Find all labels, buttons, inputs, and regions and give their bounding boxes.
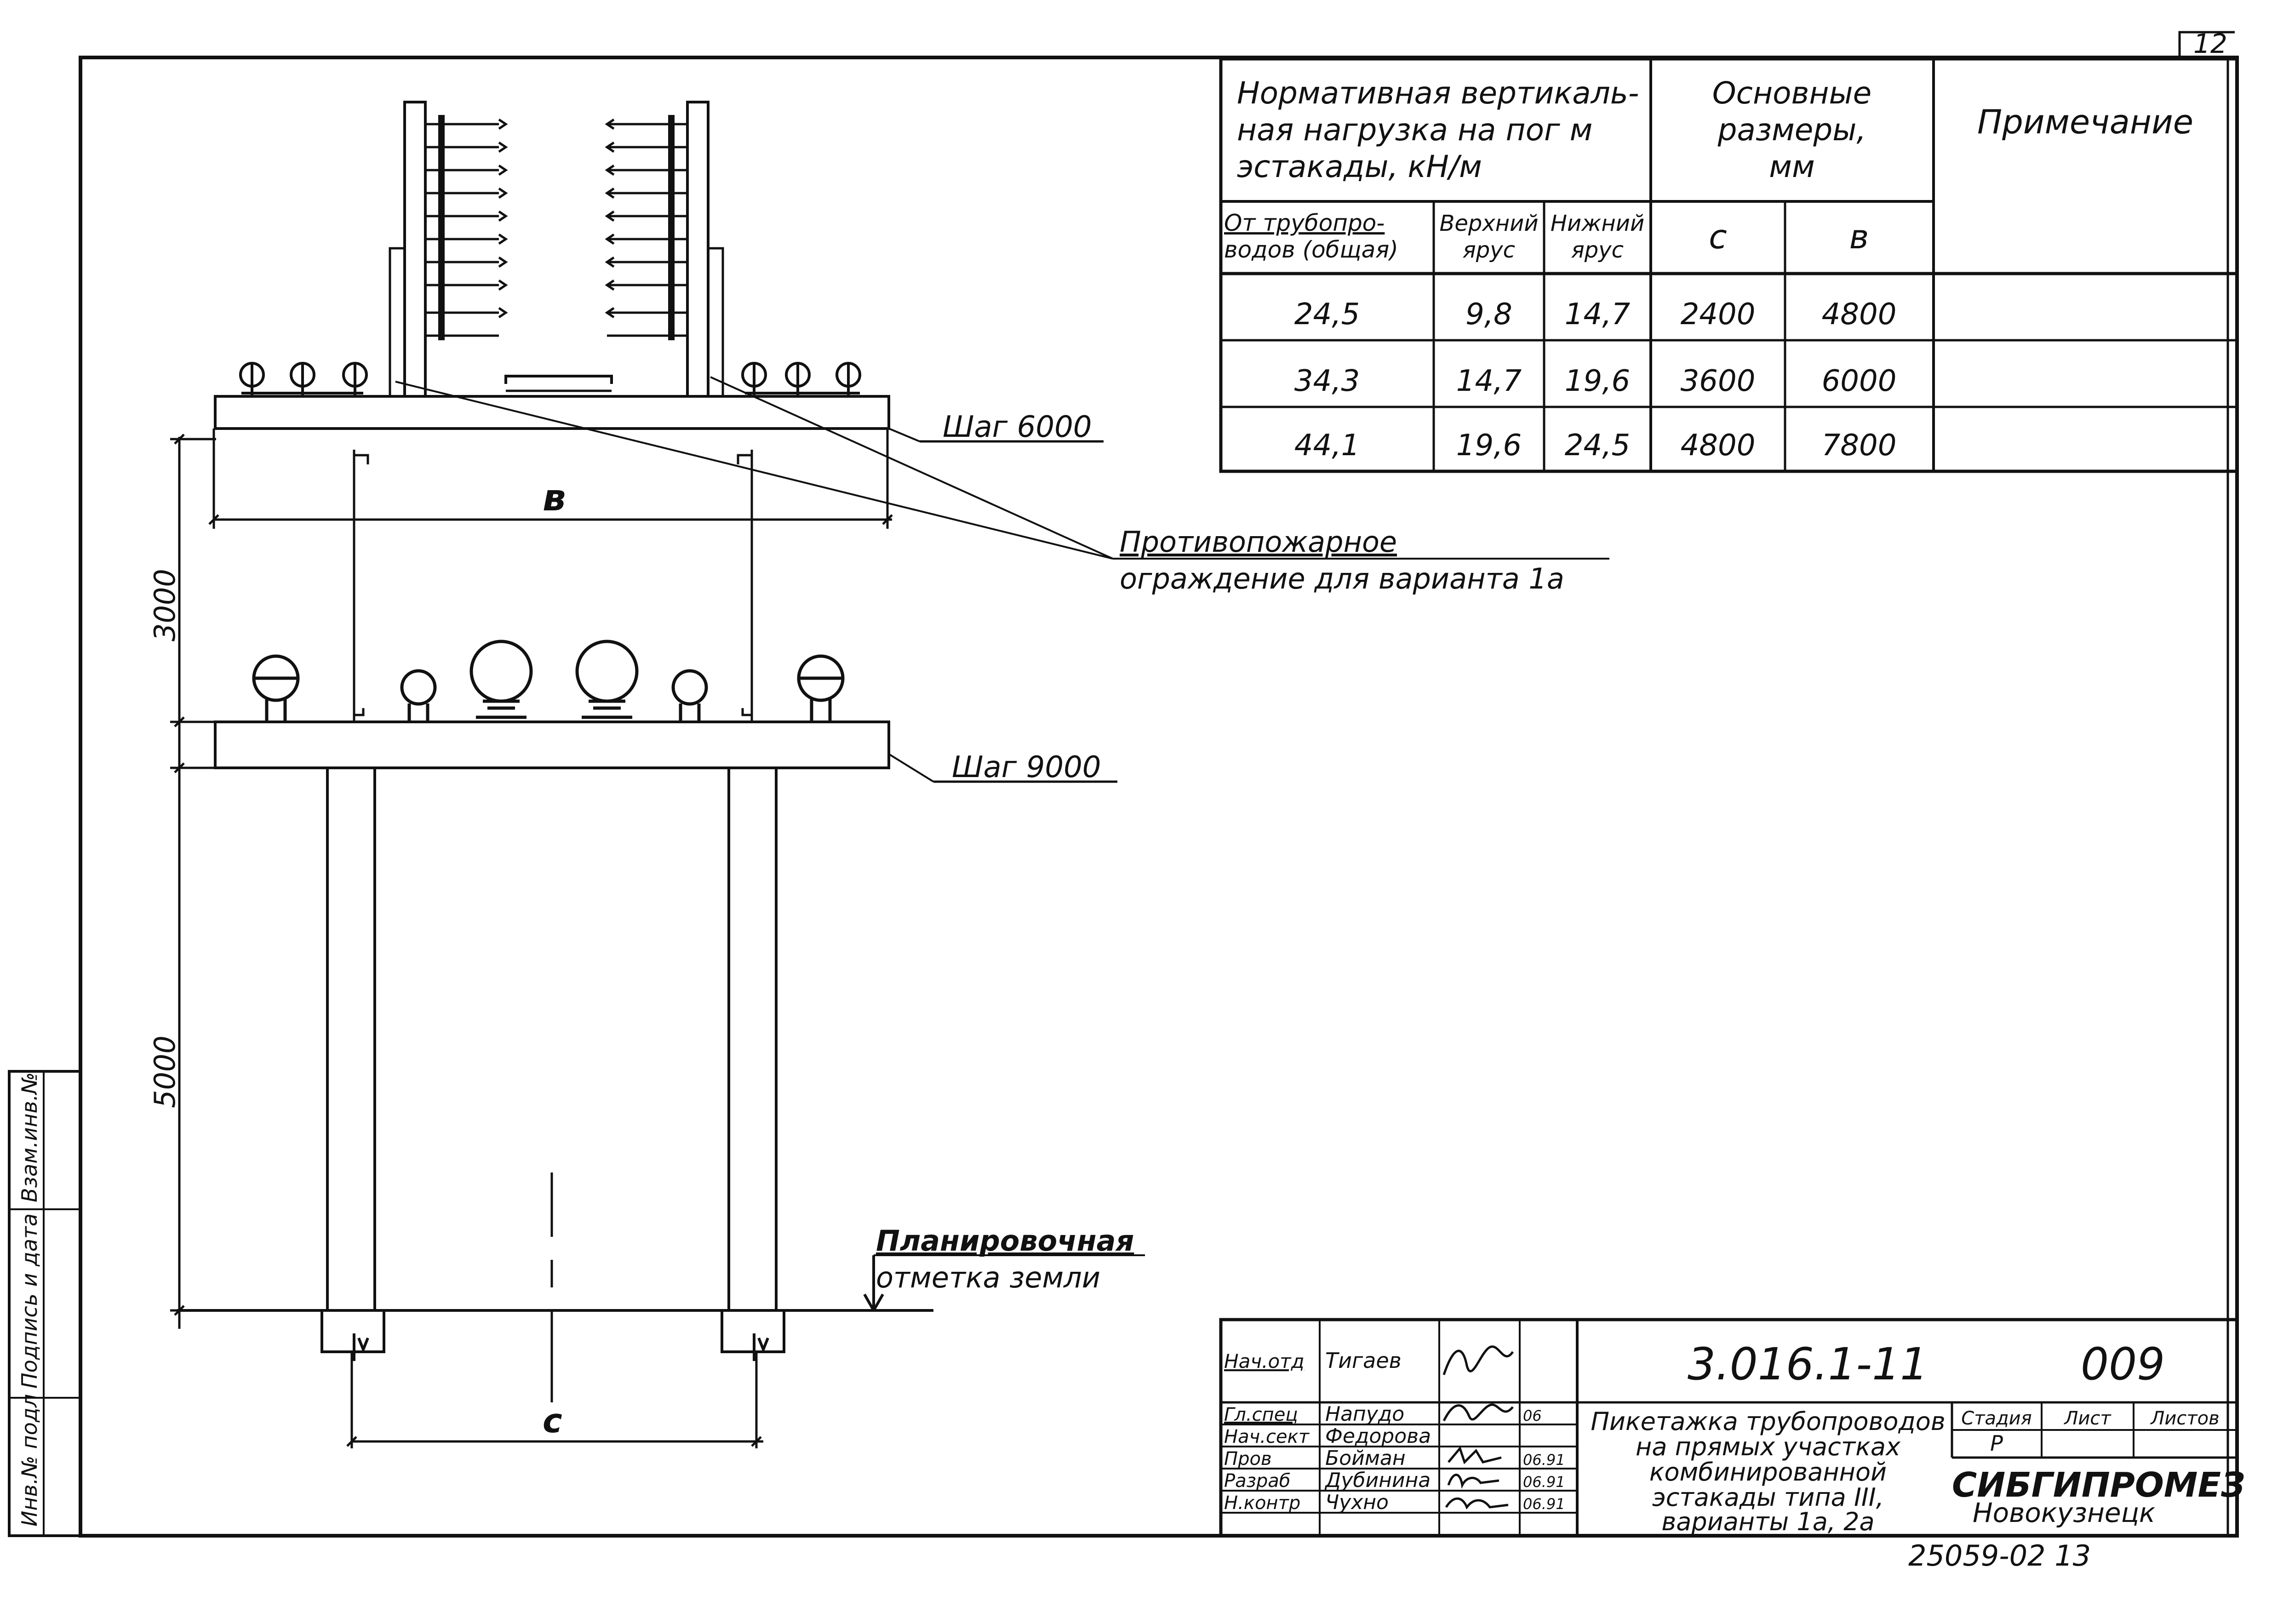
person-1-name: Тигаев xyxy=(1325,1348,1402,1373)
table-row-1-total: 24,5 xyxy=(1294,297,1360,332)
person-2-role: Гл.спец xyxy=(1224,1404,1298,1425)
side-stamp xyxy=(8,1070,82,1537)
doc-code: 3.016.1-11 xyxy=(1688,1338,1928,1390)
person-5-role: Разраб xyxy=(1224,1470,1290,1492)
table-header-b: в xyxy=(1849,217,1869,256)
side-stamp-sign: Подпись и дата xyxy=(17,1213,42,1389)
sheets-label: Листов xyxy=(2150,1408,2219,1429)
ground-line xyxy=(177,1254,1145,1312)
columns xyxy=(326,768,778,1310)
table-row-2-total: 34,3 xyxy=(1294,364,1360,398)
upper-pipes xyxy=(239,362,861,396)
table-row-3-c: 4800 xyxy=(1681,429,1756,463)
sheet-frame xyxy=(79,31,2239,1538)
step-upper-label: Шаг 6000 xyxy=(943,410,1092,444)
dimension-5000-label: 5000 xyxy=(148,1035,182,1108)
person-1-role: Нач.отд xyxy=(1224,1350,1305,1372)
sheet-number: 12 xyxy=(2193,28,2227,59)
table-row-3-total: 44,1 xyxy=(1294,429,1360,463)
foundations xyxy=(320,1310,785,1361)
ground-label-1: Планировочная xyxy=(876,1224,1134,1258)
stage-label: Стадия xyxy=(1961,1408,2031,1429)
dimension-b xyxy=(208,429,893,529)
person-3-role: Нач.сект xyxy=(1224,1426,1310,1447)
table-header-lower-2: ярус xyxy=(1571,237,1624,263)
org-city: Новокузнецк xyxy=(1973,1497,2155,1528)
dimension-3000-label: 3000 xyxy=(148,569,182,641)
person-6-signature xyxy=(1445,1497,1509,1510)
load-table-grid xyxy=(1219,57,2239,473)
person-1-signature xyxy=(1442,1345,1514,1375)
person-2-date: 06 xyxy=(1523,1407,1542,1424)
fire-barrier-label-1: Противопожарное xyxy=(1120,525,1397,559)
table-row-2-upper: 14,7 xyxy=(1456,364,1522,398)
fire-barrier-leaders xyxy=(395,376,1609,560)
person-4-role: Пров xyxy=(1224,1448,1272,1470)
description-line-3: комбинированной xyxy=(1649,1458,1887,1487)
side-stamp-vzam: Взам.инв.№ xyxy=(17,1072,42,1202)
table-header-total-1: От трубопро- xyxy=(1224,210,1385,236)
description-line-5: варианты 1а, 2а xyxy=(1661,1507,1874,1536)
description-line-4: эстакады типа III, xyxy=(1652,1483,1884,1512)
dimension-b-label: в xyxy=(543,476,566,519)
person-6-name: Чухно xyxy=(1325,1491,1389,1514)
fire-barrier-label-2: ограждение для варианта 1а xyxy=(1120,562,1564,595)
dimension-c xyxy=(346,1352,763,1448)
person-4-name: Бойман xyxy=(1325,1447,1406,1470)
person-6-role: Н.контр xyxy=(1224,1492,1300,1514)
person-5-name: Дубинина xyxy=(1324,1469,1431,1492)
dimension-c-label: с xyxy=(543,1401,562,1440)
table-row-1-c: 2400 xyxy=(1681,297,1756,332)
table-header-note: Примечание xyxy=(1977,103,2193,141)
table-row-2-lower: 19,6 xyxy=(1565,364,1631,398)
table-header-load-3: эстакады, кН/м xyxy=(1237,149,1482,184)
table-row-3-b: 7800 xyxy=(1822,429,1897,463)
table-row-1-b: 4800 xyxy=(1822,297,1897,332)
person-5-signature xyxy=(1447,1474,1499,1489)
table-row-1-upper: 9,8 xyxy=(1465,297,1512,332)
table-header-load-1: Нормативная вертикаль- xyxy=(1237,75,1639,111)
table-header-upper-1: Верхний xyxy=(1439,211,1538,236)
lower-pipes xyxy=(252,640,845,722)
table-header-total-2: водов (общая) xyxy=(1224,236,1398,263)
table-row-2-c: 3600 xyxy=(1681,364,1756,398)
org-name: СИБГИПРОМЕЗ xyxy=(1952,1465,2245,1505)
upper-racks xyxy=(389,101,724,398)
person-5-date: 06.91 xyxy=(1523,1473,1565,1491)
person-4-date: 06.91 xyxy=(1523,1451,1565,1469)
table-header-c: с xyxy=(1709,217,1727,256)
step-lower-label: Шаг 9000 xyxy=(952,750,1101,784)
lower-beam xyxy=(214,721,1117,783)
dimension-3000 xyxy=(170,434,216,1329)
table-header-upper-2: ярус xyxy=(1463,237,1515,263)
table-row-3-lower: 24,5 xyxy=(1565,429,1631,463)
person-6-date: 06.91 xyxy=(1523,1495,1565,1513)
person-2-signature xyxy=(1442,1403,1514,1422)
ground-label-2: отметка земли xyxy=(876,1261,1100,1294)
person-3-name: Федорова xyxy=(1325,1424,1431,1448)
table-header-lower-1: Нижний xyxy=(1551,211,1644,236)
description-line-1: Пикетажка трубопроводов xyxy=(1591,1407,1945,1436)
description-line-2: на прямых участках xyxy=(1636,1432,1901,1461)
table-header-load-2: ная нагрузка на пог м xyxy=(1237,112,1592,148)
doc-number: 009 xyxy=(2081,1338,2165,1390)
title-block-grid xyxy=(1219,1318,2239,1538)
table-header-dims-1: Основные xyxy=(1712,75,1872,111)
upper-beam xyxy=(214,395,1104,529)
stage-value: Р xyxy=(1990,1431,2003,1456)
table-header-dims-2: размеры, xyxy=(1717,112,1866,148)
table-row-2-b: 6000 xyxy=(1822,364,1897,398)
table-row-1-lower: 14,7 xyxy=(1565,297,1631,332)
table-row-3-upper: 19,6 xyxy=(1456,429,1522,463)
person-4-signature xyxy=(1448,1446,1502,1464)
person-2-name: Напудо xyxy=(1325,1402,1404,1426)
footer-code: 25059-02 13 xyxy=(1908,1539,2091,1573)
sheet-label: Лист xyxy=(2063,1408,2112,1429)
table-header-dims-3: мм xyxy=(1769,149,1815,184)
side-stamp-inv: Инв.№ подл xyxy=(17,1394,42,1527)
upper-portal xyxy=(353,450,753,722)
